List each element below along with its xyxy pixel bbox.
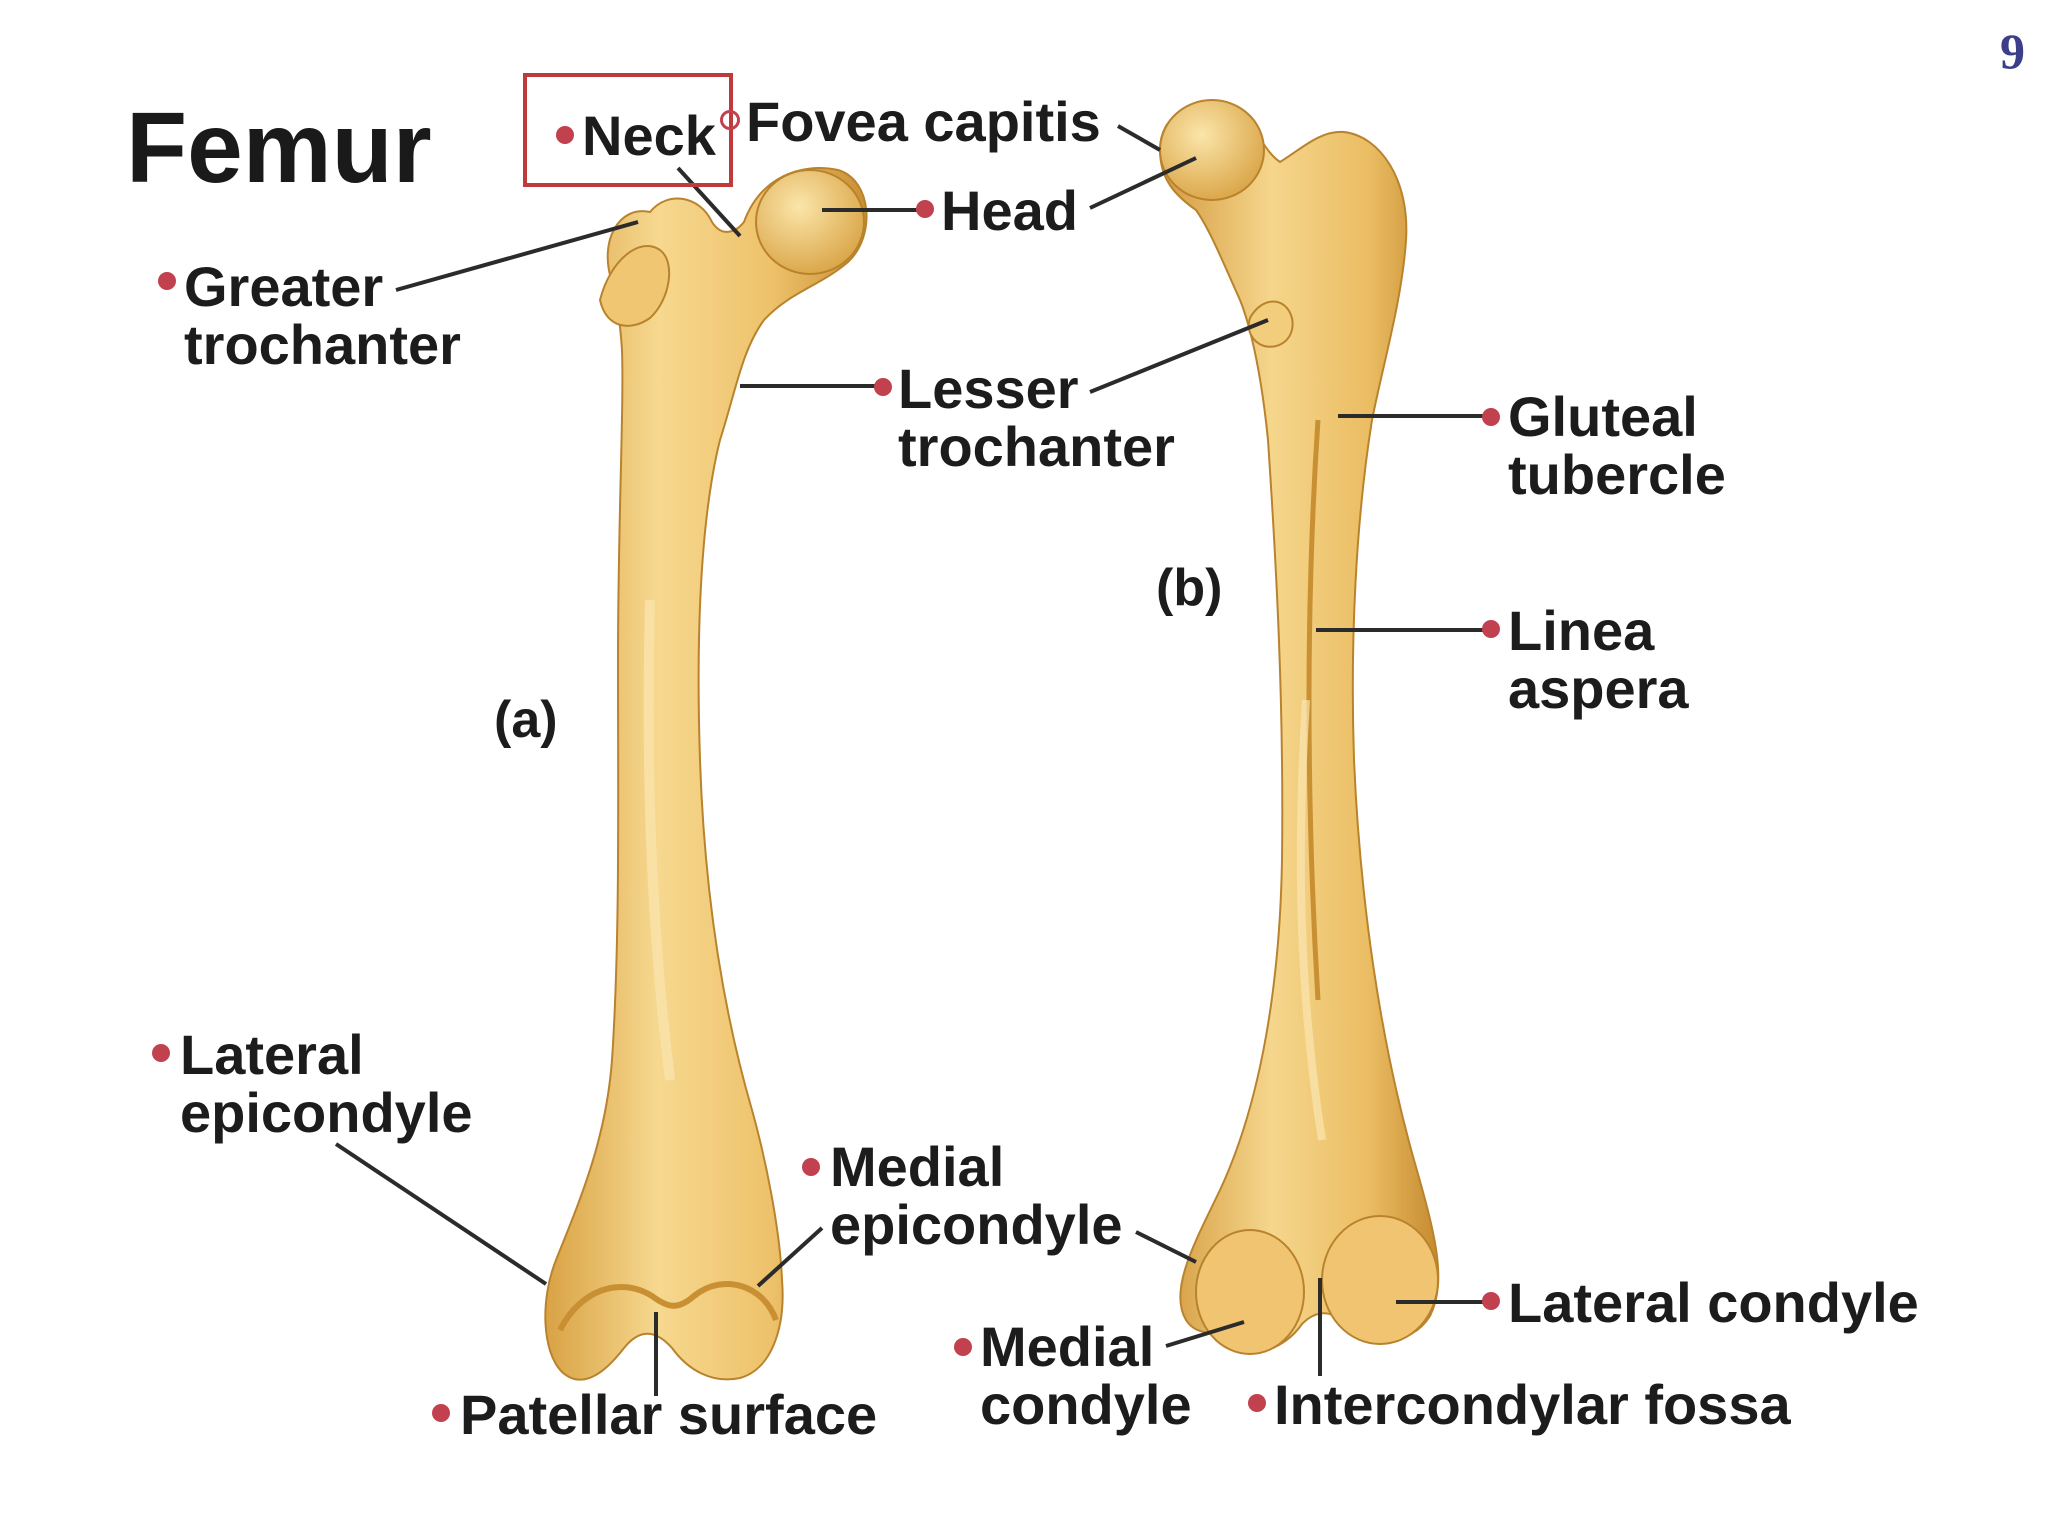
label-dot	[158, 272, 176, 290]
label-lateral-epicondyle: Lateral epicondyle	[180, 1026, 473, 1142]
label-line: Greater	[184, 255, 384, 318]
view-label-anterior: (a)	[494, 691, 558, 749]
label-neck: Neck	[582, 104, 716, 167]
label-dot	[720, 110, 740, 130]
label-dot	[1482, 408, 1500, 426]
label-dot	[802, 1158, 820, 1176]
label-head: Head	[941, 179, 1078, 242]
diagram-title: Femur	[126, 92, 432, 204]
label-dot	[954, 1338, 972, 1356]
label-fovea-capitis: Fovea capitis	[746, 90, 1101, 153]
femur-anterior-view	[544, 167, 868, 1381]
label-greater-trochanter: Greater trochanter	[184, 258, 461, 374]
label-line: condyle	[980, 1373, 1192, 1436]
label-line: Medial	[980, 1315, 1155, 1378]
page-number: 9	[2000, 23, 2025, 79]
label-dot	[432, 1404, 450, 1422]
label-line: Linea	[1508, 599, 1655, 662]
label-line: trochanter	[898, 415, 1175, 478]
label-line: tubercle	[1508, 443, 1726, 506]
label-line: Gluteal	[1508, 385, 1698, 448]
leader-lines	[334, 124, 1490, 1396]
label-lateral-condyle: Lateral condyle	[1508, 1271, 1919, 1334]
label-line: epicondyle	[830, 1193, 1123, 1256]
label-line: epicondyle	[180, 1081, 473, 1144]
label-gluteal-tubercle: Gluteal tubercle	[1508, 388, 1726, 504]
label-medial-epicondyle: Medial epicondyle	[830, 1138, 1123, 1254]
label-line: Lateral	[180, 1023, 364, 1086]
label-line: trochanter	[184, 313, 461, 376]
label-intercondylar-fossa: Intercondylar fossa	[1274, 1373, 1791, 1436]
label-line: aspera	[1508, 657, 1689, 720]
label-linea-aspera: Linea aspera	[1508, 602, 1689, 718]
view-label-posterior: (b)	[1156, 559, 1223, 617]
label-dot	[874, 378, 892, 396]
label-medial-condyle: Medial condyle	[980, 1318, 1192, 1434]
neck-highlight-box	[523, 73, 733, 187]
label-patellar-surface: Patellar surface	[460, 1383, 878, 1446]
label-dot	[1482, 620, 1500, 638]
label-line: Lesser	[898, 357, 1079, 420]
label-dot	[556, 126, 574, 144]
label-dot	[1248, 1394, 1266, 1412]
label-lesser-trochanter: Lesser trochanter	[898, 360, 1175, 476]
label-dot	[916, 200, 934, 218]
label-dot	[152, 1044, 170, 1062]
label-dot	[1482, 1292, 1500, 1310]
femur-posterior-view	[1158, 99, 1440, 1355]
label-line: Medial	[830, 1135, 1005, 1198]
